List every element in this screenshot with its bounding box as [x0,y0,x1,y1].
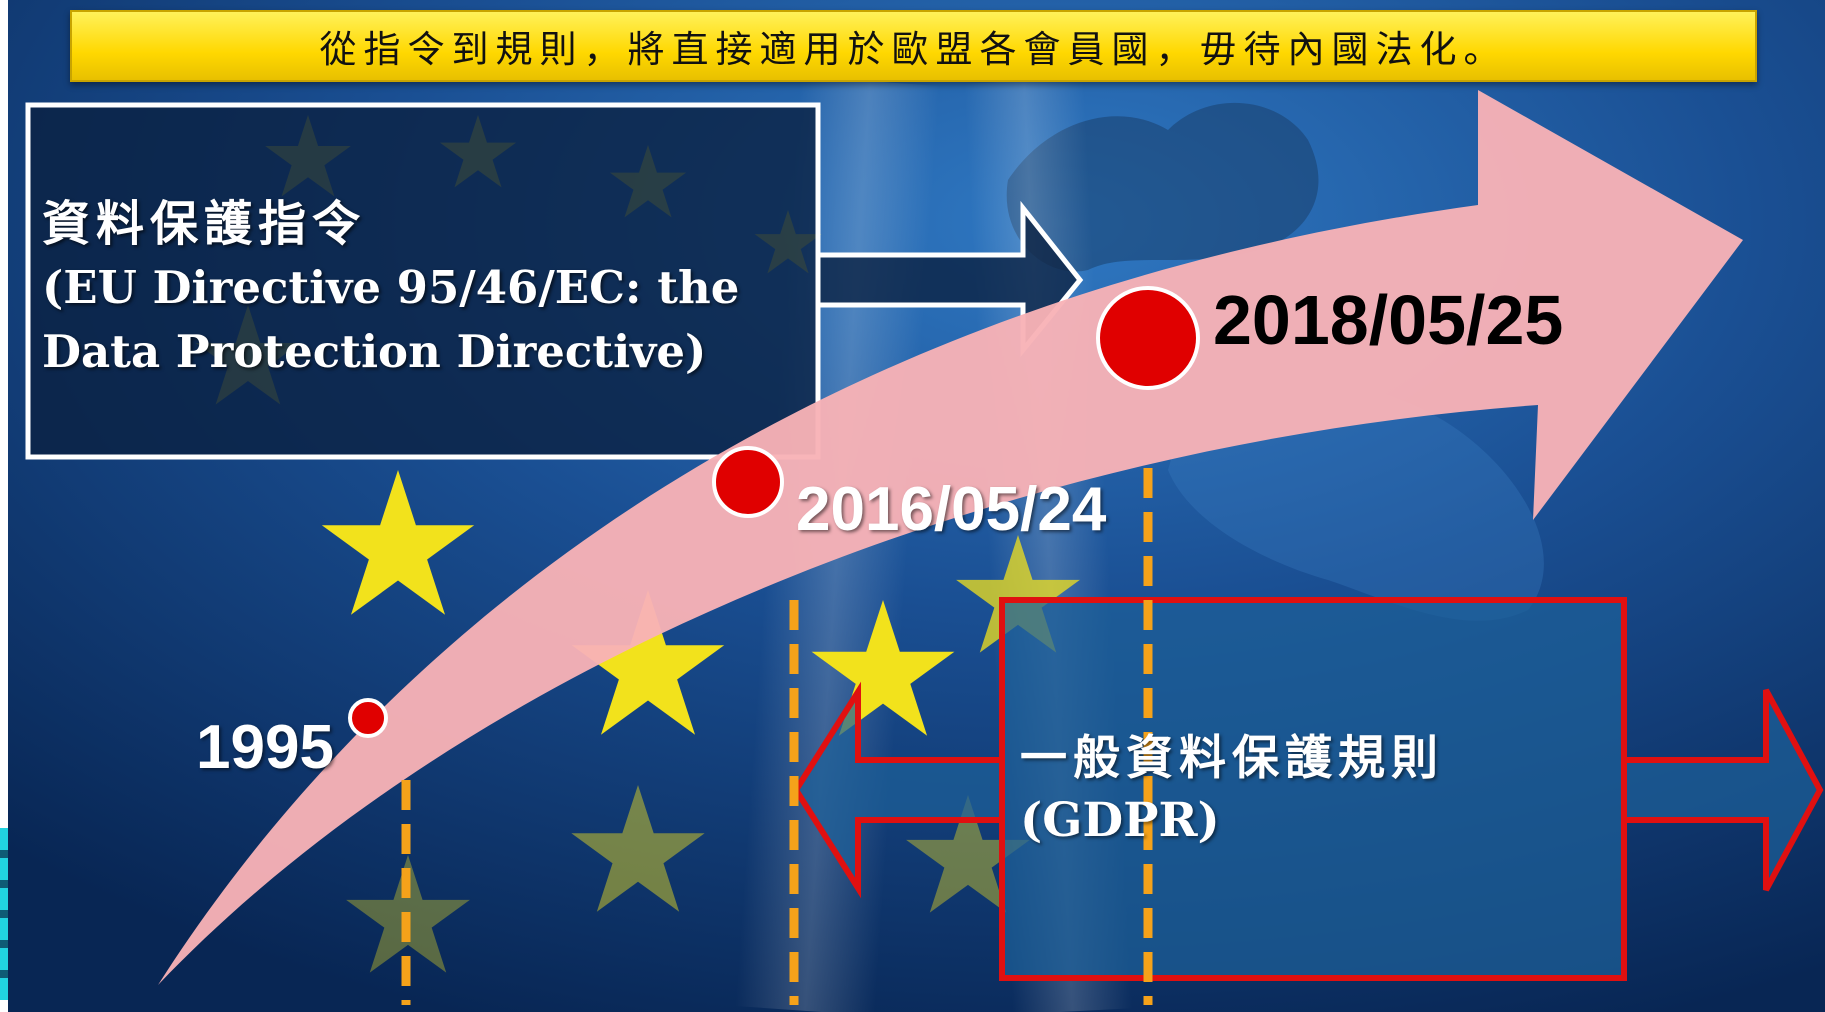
milestone-dot-2018 [1096,286,1200,390]
milestone-label-2016: 2016/05/24 [796,475,1107,544]
directive-title-en-line1: (EU Directive 95/46/EC: the [42,261,740,314]
gdpr-left-arrow-head [792,681,1005,899]
gdpr-title-en: (GDPR) [1020,793,1220,848]
left-edge-marks [0,828,8,1000]
milestone-dot-2016 [712,446,784,518]
banner-text: 從指令到規則，將直接適用於歐盟各會員國，毋待內國法化。 [319,28,1508,71]
milestone-dot-1995 [348,698,388,738]
gdpr-title-zh: 一般資料保護規則 [1020,731,1444,786]
directive-label: 資料保護指令 (EU Directive 95/46/EC: the Data … [42,192,802,384]
directive-title-zh: 資料保護指令 [42,196,367,252]
milestone-label-1995: 1995 [196,713,334,782]
slide-graphics [8,0,1825,1012]
gdpr-box [999,597,1627,981]
directive-box [25,102,821,460]
gdpr-right-arrow-head [1621,688,1824,892]
title-banner: 從指令到規則，將直接適用於歐盟各會員國，毋待內國法化。 [70,10,1757,82]
timeline-arrow [158,90,1743,985]
milestone-label-2018: 2018/05/25 [1213,281,1564,359]
directive-title-en-line2: Data Protection Directive) [42,325,707,378]
gdpr-label: 一般資料保護規則 (GDPR) [1020,728,1444,852]
slide: 從指令到規則，將直接適用於歐盟各會員國，毋待內國法化。 資料保護指令 (EU D… [8,0,1825,1012]
